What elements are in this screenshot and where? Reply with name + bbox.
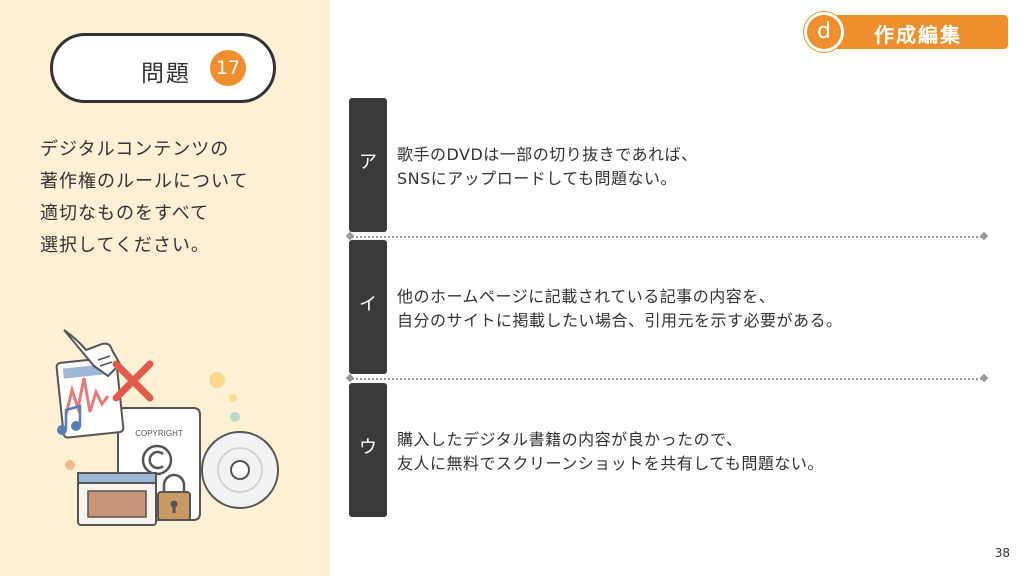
choice-i[interactable]: イ 他のホームページに記載されている記事の内容を、 自分のサイトに掲載したい場合…: [349, 240, 989, 374]
copyright-card-text: COPYRIGHT: [135, 429, 183, 438]
choice-tab: ア: [349, 98, 387, 232]
hand-icon: [63, 329, 122, 378]
copyright-illustration: COPYRIGHT: [55, 329, 279, 526]
choice-a[interactable]: ア 歌手のDVDは一部の切り抜きであれば、 SNSにアップロードしても問題ない。: [349, 98, 989, 232]
category-label: 作成編集: [874, 23, 962, 47]
problem-number-badge: 17: [210, 50, 246, 86]
cross-icon: [112, 360, 154, 402]
problem-pill: 問題 17: [50, 33, 276, 103]
browser-window-icon: [77, 472, 157, 526]
lock-icon: [157, 473, 191, 521]
category-letter-badge: d: [804, 12, 844, 52]
choice-divider: [349, 236, 985, 238]
choice-letter: ア: [359, 152, 377, 173]
question-text: デジタルコンテンツの 著作権のルールについて 適切なものをすべて 選択してくださ…: [40, 139, 249, 256]
choice-letter: イ: [359, 294, 377, 315]
page-number: 38: [994, 546, 1010, 560]
choice-divider: [349, 378, 985, 380]
choice-tab: ウ: [349, 383, 387, 517]
choice-text: 歌手のDVDは一部の切り抜きであれば、 SNSにアップロードしても問題ない。: [397, 145, 698, 188]
choice-text: 購入したデジタル書籍の内容が良かったので、 友人に無料でスクリーンショットを共有…: [397, 430, 824, 473]
choice-text: 他のホームページに記載されている記事の内容を、 自分のサイトに掲載したい場合、引…: [397, 287, 843, 330]
choice-tab: イ: [349, 240, 387, 374]
choice-letter: ウ: [359, 437, 377, 458]
problem-label: 問題: [141, 61, 191, 87]
category-badge: 作成編集 d: [804, 12, 1008, 52]
decor-dot: [209, 372, 225, 388]
decor-dot: [65, 460, 75, 470]
category-bar: 作成編集: [834, 15, 1008, 49]
decor-dot: [230, 412, 240, 422]
choice-u[interactable]: ウ 購入したデジタル書籍の内容が良かったので、 友人に無料でスクリーンショットを…: [349, 383, 989, 517]
left-panel: 問題 17 デジタルコンテンツの 著作権のルールについて 適切なものをすべて 選…: [0, 0, 330, 576]
decor-dot: [229, 394, 237, 402]
disc-icon: [201, 431, 279, 509]
